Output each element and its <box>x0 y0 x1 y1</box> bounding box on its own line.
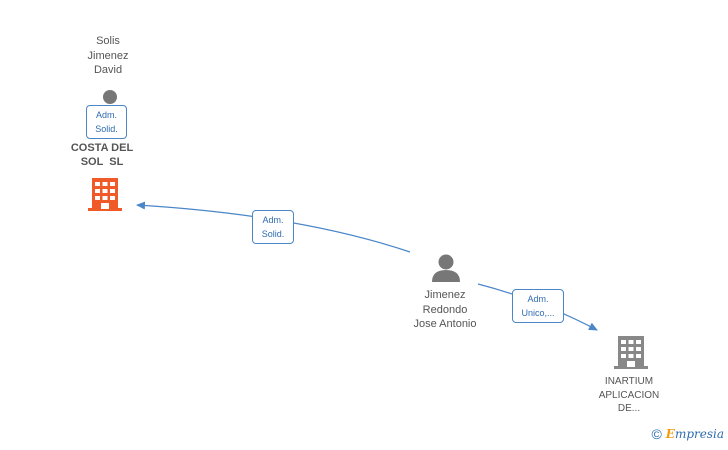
brand-initial: E <box>665 427 675 441</box>
person-name-line: Jose Antonio <box>413 318 477 330</box>
brand-logo[interactable]: Empresia <box>666 427 724 441</box>
role-badge-line: Adm. <box>527 294 549 304</box>
company-name-line: SOL SL <box>80 156 124 168</box>
person-name-line: Jimenez <box>424 289 466 301</box>
brand-name: mpresia <box>674 427 724 441</box>
role-badge-line: Solid. <box>95 124 118 134</box>
person-name-line: Jimenez <box>87 49 129 62</box>
footer-brand: © Empresia <box>651 426 724 442</box>
building-icon[interactable] <box>88 178 122 211</box>
role-badge-line: Solid. <box>261 229 285 239</box>
person-name-line: David <box>93 64 123 76</box>
role-badge[interactable]: Adm. Solid. <box>252 210 294 244</box>
company-name-line: INARTIUM <box>604 376 654 387</box>
role-badge-line: Unico,... <box>521 308 555 318</box>
role-badge[interactable]: Adm. Solid. <box>86 105 127 139</box>
company-name-line: COSTA DEL <box>70 142 134 154</box>
person-name-jimenez-redondo[interactable]: Jimenez Redondo Jose Antonio <box>394 288 496 332</box>
copyright-icon: © <box>651 426 662 442</box>
company-name-inartium[interactable]: INARTIUM APLICACION DE... <box>584 375 674 416</box>
company-name-line: DE... <box>617 403 641 414</box>
person-name-line: Solis <box>96 35 120 47</box>
company-name-line: APLICACION <box>598 389 660 401</box>
person-icon[interactable] <box>432 254 460 283</box>
role-badge-line: Adm. <box>262 215 284 225</box>
role-badge-line: Adm. <box>95 110 117 120</box>
person-name-line: Redondo <box>422 303 468 316</box>
role-badge[interactable]: Adm. Unico,... <box>512 289 564 323</box>
person-name-solis[interactable]: Solis Jimenez David <box>68 34 148 78</box>
company-name-costa-del-sol[interactable]: A COSTA DEL SOL SL <box>58 127 146 169</box>
building-icon[interactable] <box>614 336 648 369</box>
